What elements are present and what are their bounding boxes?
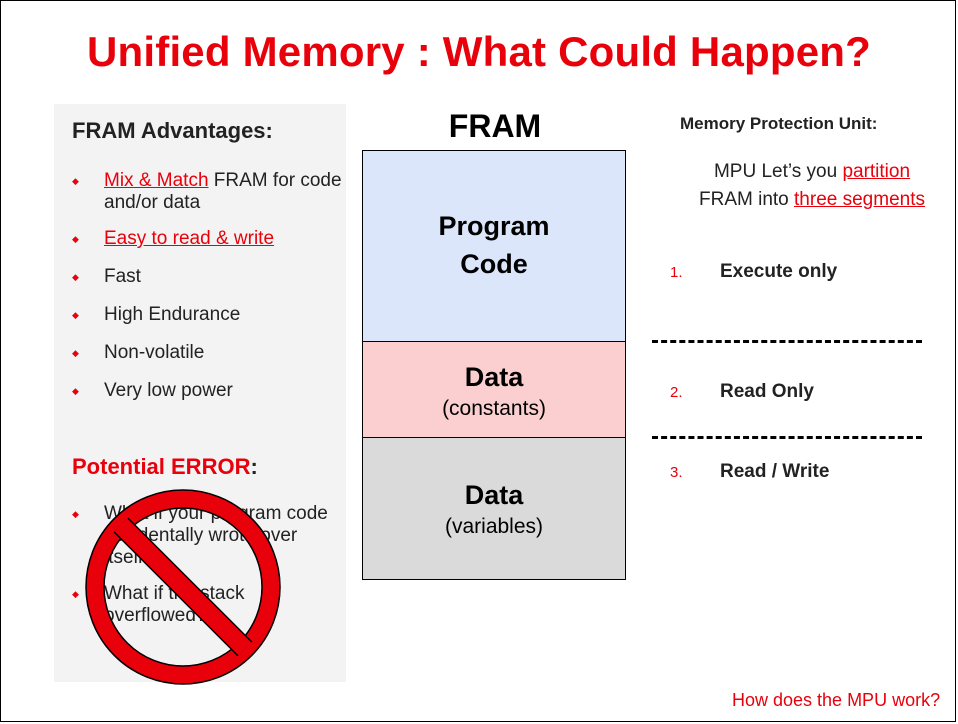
advantage-item-easy: Easy to read & write: [72, 228, 344, 250]
advantage-emph: Mix & Match: [104, 170, 209, 191]
segment-name: Data: [464, 362, 524, 392]
mpu-desc-mid: FRAM into: [699, 189, 795, 210]
mpu-step-1: 1. Execute only: [670, 261, 837, 283]
segment-sub: (variables): [444, 515, 544, 538]
footer-link[interactable]: How does the MPU work?: [732, 690, 941, 710]
segment-name: Program Code: [438, 211, 550, 279]
slide-title: Unified Memory : What Could Happen?: [87, 28, 871, 75]
step-number: 1.: [670, 264, 683, 281]
error-heading: Potential ERROR:: [72, 454, 258, 479]
advantage-item-endurance: High Endurance: [72, 304, 344, 326]
advantage-item-fast: Fast: [72, 266, 344, 288]
segment-program-code: Program Code: [362, 150, 626, 342]
step-label: Read Only: [720, 381, 814, 402]
fram-title: FRAM: [448, 108, 542, 144]
mpu-description: MPU Let’s you partition FRAM into three …: [672, 158, 952, 214]
advantages-heading-text: FRAM Advantages: [72, 118, 266, 143]
mpu-step-3: 3. Read / Write: [670, 461, 829, 483]
advantage-item-nonvolatile: Non-volatile: [72, 342, 344, 364]
step-number: 2.: [670, 384, 683, 401]
advantages-list: Mix & Match FRAM for code and/or data Ea…: [72, 170, 344, 402]
mpu-desc-partition: partition: [842, 161, 911, 182]
segment-name: Data: [464, 480, 524, 510]
advantage-emph: Easy to read & write: [104, 228, 275, 249]
segment-constants: Data (constants): [362, 341, 626, 438]
prohibited-icon: [85, 489, 281, 685]
step-number: 3.: [670, 464, 683, 481]
advantage-item-low-power: Very low power: [72, 380, 344, 402]
segment-divider: [652, 340, 922, 343]
mpu-step-2: 2. Read Only: [670, 381, 814, 403]
mpu-desc-prefix: MPU Let’s you: [713, 161, 843, 182]
mpu-desc-segments: three segments: [794, 189, 925, 210]
step-label: Read / Write: [720, 461, 830, 482]
step-label: Execute only: [720, 261, 838, 282]
advantages-heading: FRAM Advantages:: [72, 118, 273, 143]
segment-divider: [652, 436, 922, 439]
error-heading-text: Potential ERROR: [72, 454, 251, 479]
segment-variables: Data (variables): [362, 437, 626, 580]
mpu-heading: Memory Protection Unit:: [680, 114, 878, 133]
segment-sub: (constants): [442, 397, 546, 420]
advantage-rest: FRAM for code and/or data: [104, 170, 342, 213]
advantage-item-mix-match: Mix & Match FRAM for code and/or data: [72, 170, 344, 214]
